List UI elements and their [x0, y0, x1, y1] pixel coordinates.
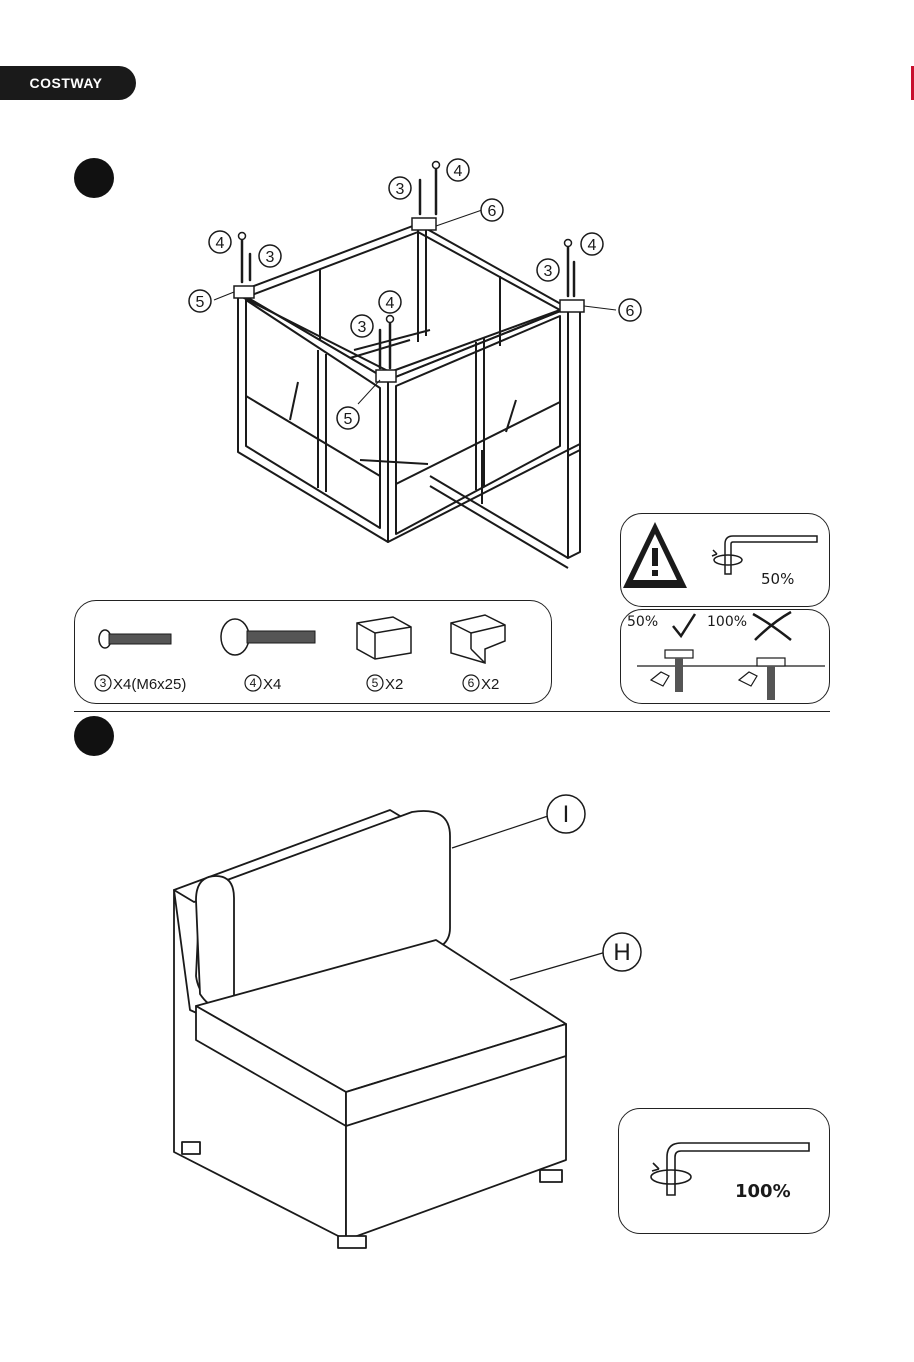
part-quantity: X4(M6x25) — [113, 676, 186, 693]
callout-bolt-short: 3 — [396, 181, 405, 198]
callout-bracket-corner: 6 — [626, 303, 635, 320]
parts-list-panel: 3 4 5 6 X4(M6x25) X4 X2 X2 — [74, 600, 552, 704]
step-1-marker — [74, 158, 114, 198]
callout-bolt-short: 3 — [544, 263, 553, 280]
callout-bolt-short: 3 — [266, 249, 275, 266]
part-number: 3 — [100, 676, 107, 690]
round-head-bolt-icon — [221, 619, 315, 655]
callout-seat-cushion: H — [613, 939, 630, 966]
tighten-100-graphics: 100% — [619, 1109, 829, 1233]
tighten-50-warning-panel: 50% — [620, 513, 830, 607]
callout-bolt-short: 3 — [358, 319, 367, 336]
bolt-full-tight-icon — [739, 658, 785, 700]
ok-percent-label: 50% — [627, 614, 658, 630]
sofa-cushion-diagram: I H — [160, 780, 660, 1250]
part-quantity: X2 — [481, 676, 499, 693]
checkmark-icon — [673, 614, 695, 636]
part-number: 4 — [250, 676, 257, 690]
callout-bolt-long: 4 — [216, 235, 225, 252]
tighten-percent-label: 50% — [761, 570, 794, 588]
callout-bolt-long: 4 — [454, 163, 463, 180]
bad-percent-label: 100% — [707, 614, 747, 630]
callout-bolt-long: 4 — [588, 237, 597, 254]
step-2-marker — [74, 716, 114, 756]
step-divider — [74, 711, 830, 712]
callout-back-cushion: I — [563, 801, 570, 828]
bolt-half-tight-icon — [651, 650, 693, 692]
part-number: 5 — [372, 676, 379, 690]
part-quantity: X2 — [385, 676, 403, 693]
bolt-m6x25-icon — [99, 630, 171, 648]
cross-icon — [753, 612, 791, 640]
warning-triangle-icon — [623, 522, 687, 588]
part-quantity: X4 — [263, 676, 281, 693]
warning-graphics: 50% — [621, 514, 829, 606]
parts-list-graphics: 3 4 5 6 X4(M6x25) X4 X2 X2 — [75, 601, 551, 703]
callout-bracket-corner: 6 — [488, 203, 497, 220]
callout-bracket-straight: 5 — [196, 294, 205, 311]
tighten-percent-label: 100% — [735, 1181, 791, 1202]
tightness-graphics: 50% 100% — [621, 610, 829, 703]
frame-assembly-diagram: 4 3 5 3 4 6 3 4 6 3 4 5 — [170, 150, 670, 570]
callout-bolt-long: 4 — [386, 295, 395, 312]
callout-bracket-straight: 5 — [344, 411, 353, 428]
part-number: 6 — [468, 676, 475, 690]
corner-bracket-icon — [451, 615, 505, 663]
allen-key-icon — [712, 536, 817, 574]
brand-logo: COSTWAY — [0, 66, 136, 100]
straight-bracket-icon — [357, 617, 411, 659]
tighten-100-panel: 100% — [618, 1108, 830, 1234]
tightness-check-panel: 50% 100% — [620, 609, 830, 704]
